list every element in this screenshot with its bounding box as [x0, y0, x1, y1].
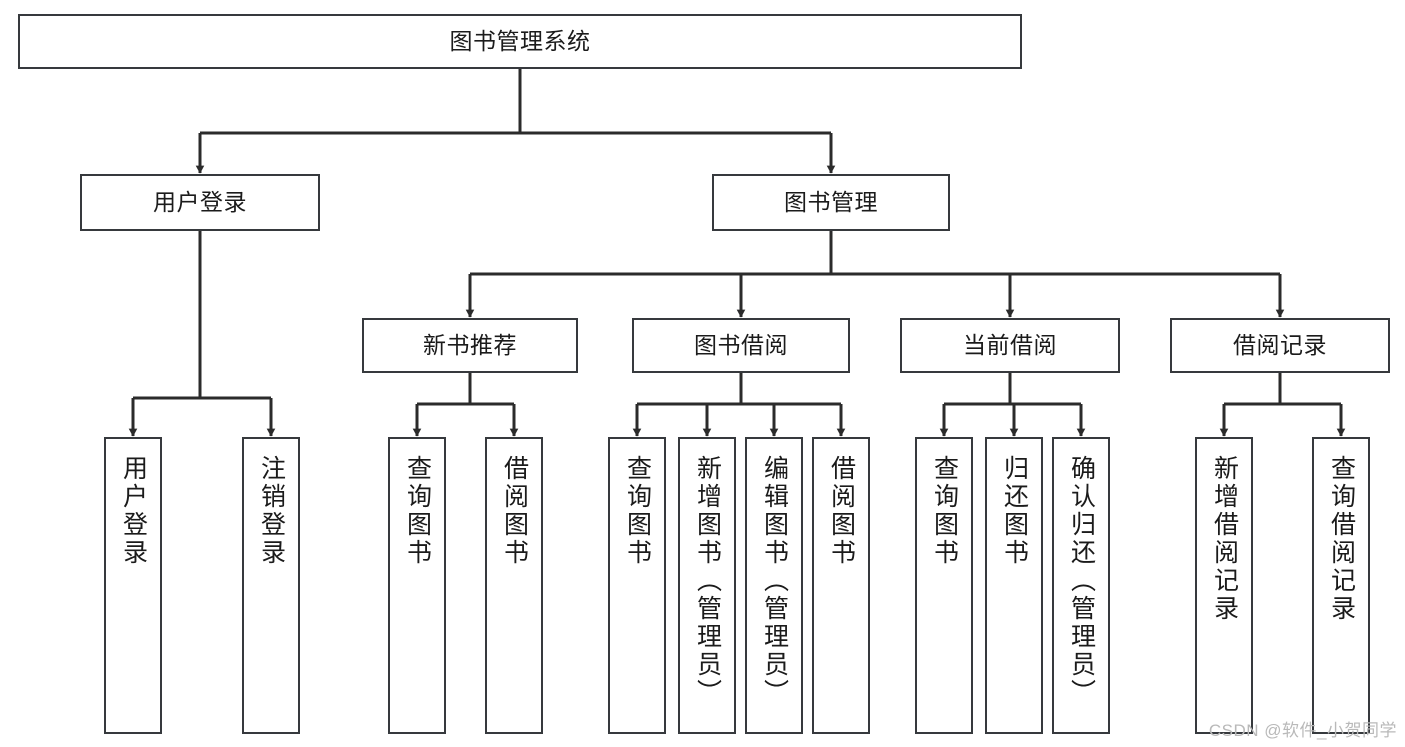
node-root[interactable]: 图书管理系统: [18, 14, 1022, 69]
node-label: 注销登录: [257, 455, 286, 567]
node-label: 新增借阅记录: [1210, 455, 1239, 623]
node-leaf-new-1[interactable]: 查询图书: [388, 437, 446, 734]
node-label: 查询图书: [403, 455, 432, 567]
node-newbook[interactable]: 新书推荐: [362, 318, 578, 373]
node-label: 归还图书: [1000, 455, 1029, 567]
node-leaf-cur-2[interactable]: 归还图书: [985, 437, 1043, 734]
node-label: 用户登录: [119, 455, 148, 567]
node-leaf-cur-1[interactable]: 查询图书: [915, 437, 973, 734]
node-label: 用户登录: [153, 188, 247, 215]
edges: [128, 69, 1346, 437]
node-borrow[interactable]: 图书借阅: [632, 318, 850, 373]
node-leaf-cur-3[interactable]: 确认归还（管理员）: [1052, 437, 1110, 734]
node-label: 查询借阅记录: [1327, 455, 1356, 623]
watermark-text: CSDN @软件_小贺同学: [1208, 721, 1397, 740]
node-label: 图书管理系统: [449, 27, 591, 54]
node-label: 查询图书: [930, 455, 959, 567]
node-bookmgmt[interactable]: 图书管理: [712, 174, 950, 231]
node-label: 新书推荐: [423, 331, 517, 358]
node-leaf-rec-2[interactable]: 查询借阅记录: [1312, 437, 1370, 734]
node-leaf-new-2[interactable]: 借阅图书: [485, 437, 543, 734]
node-label: 图书借阅: [694, 331, 788, 358]
node-label: 确认归还（管理员）: [1067, 455, 1096, 707]
node-label: 借阅记录: [1233, 331, 1327, 358]
node-current[interactable]: 当前借阅: [900, 318, 1120, 373]
node-leaf-login-1[interactable]: 用户登录: [104, 437, 162, 734]
node-leaf-bor-4[interactable]: 借阅图书: [812, 437, 870, 734]
node-label: 查询图书: [623, 455, 652, 567]
node-label: 新增图书（管理员）: [693, 455, 722, 707]
node-label: 编辑图书（管理员）: [760, 455, 789, 707]
node-login[interactable]: 用户登录: [80, 174, 320, 231]
node-leaf-bor-3[interactable]: 编辑图书（管理员）: [745, 437, 803, 734]
node-records[interactable]: 借阅记录: [1170, 318, 1390, 373]
node-leaf-login-2[interactable]: 注销登录: [242, 437, 300, 734]
node-leaf-bor-2[interactable]: 新增图书（管理员）: [678, 437, 736, 734]
node-label: 当前借阅: [963, 331, 1057, 358]
node-label: 借阅图书: [500, 455, 529, 567]
node-leaf-rec-1[interactable]: 新增借阅记录: [1195, 437, 1253, 734]
node-label: 借阅图书: [827, 455, 856, 567]
node-leaf-bor-1[interactable]: 查询图书: [608, 437, 666, 734]
node-label: 图书管理: [784, 188, 878, 215]
